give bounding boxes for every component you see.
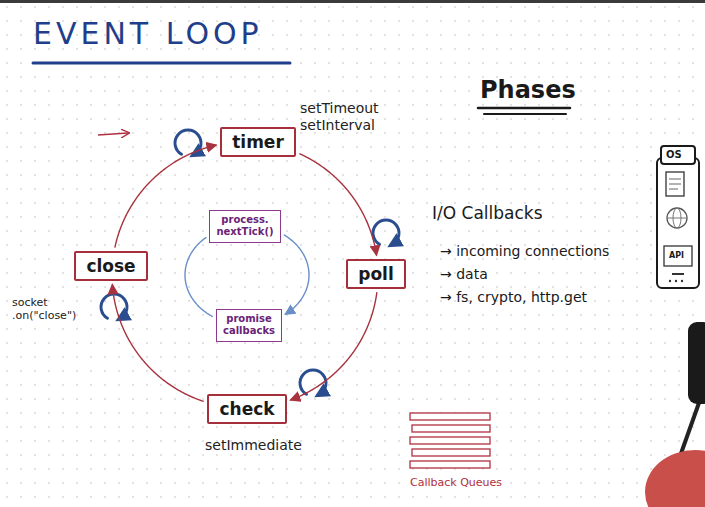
phase-box: poll bbox=[346, 259, 406, 289]
loop-arrow bbox=[115, 145, 217, 248]
title-underline bbox=[33, 62, 290, 65]
shirt bbox=[645, 450, 705, 507]
presenter-photo bbox=[645, 322, 705, 507]
node-text: close bbox=[86, 256, 135, 276]
queue-bar bbox=[412, 449, 490, 456]
queue-bar bbox=[410, 461, 490, 468]
queue-bar bbox=[410, 437, 490, 444]
heading-underline bbox=[484, 113, 566, 115]
file-line bbox=[669, 184, 681, 185]
queue-caption: Callback Queues bbox=[410, 476, 502, 489]
pointer-arrow bbox=[98, 133, 128, 135]
top-strip bbox=[0, 0, 705, 3]
queue-bar bbox=[410, 413, 490, 420]
icon-label: API bbox=[669, 251, 684, 261]
bullet-item: → fs, crypto, http.get bbox=[440, 289, 587, 306]
phase-box: check bbox=[207, 394, 286, 424]
dot bbox=[669, 280, 671, 282]
os-panel bbox=[657, 146, 699, 288]
file-icon bbox=[666, 172, 684, 196]
loop-arrow bbox=[290, 292, 377, 400]
api-screen bbox=[664, 246, 692, 266]
node-text: check bbox=[219, 399, 274, 419]
self-loop bbox=[373, 220, 399, 244]
heading-underline bbox=[478, 107, 570, 110]
loop-arrow bbox=[299, 154, 376, 256]
loop-arrow bbox=[185, 237, 213, 317]
globe-icon bbox=[667, 208, 687, 228]
screen-stand bbox=[672, 273, 684, 275]
api-note: setImmediate bbox=[205, 437, 302, 454]
node-text: timer bbox=[232, 132, 284, 152]
node-text: poll bbox=[358, 264, 394, 284]
loop-arrow bbox=[112, 284, 203, 401]
queue-box: process. nextTick() bbox=[209, 210, 280, 243]
api-note: socket .on("close") bbox=[12, 296, 76, 322]
os-tab bbox=[661, 146, 695, 164]
phase-box: close bbox=[74, 251, 147, 281]
os-frame bbox=[657, 158, 699, 288]
phase-note: I/O Callbacks bbox=[432, 203, 543, 223]
queue-box: promise callbacks bbox=[216, 309, 282, 342]
section-heading: Phases bbox=[480, 76, 576, 105]
queue-bar bbox=[412, 425, 490, 432]
bullet-item: → data bbox=[440, 266, 488, 283]
bullet-item: → incoming connections bbox=[440, 243, 609, 260]
node-text: process. nextTick() bbox=[216, 214, 273, 239]
loop-arrow bbox=[284, 235, 309, 315]
queue-bars bbox=[410, 413, 490, 468]
self-loop bbox=[300, 370, 326, 394]
globe-line bbox=[667, 218, 687, 219]
dot bbox=[681, 280, 683, 282]
dot bbox=[675, 280, 677, 282]
api-note: setTimeout setInterval bbox=[300, 100, 379, 134]
file-line bbox=[669, 189, 678, 190]
microphone bbox=[688, 322, 705, 404]
node-text: promise callbacks bbox=[223, 313, 275, 338]
file-line bbox=[669, 179, 681, 180]
diagram-title: EVENT LOOP bbox=[33, 16, 263, 51]
phase-box: timer bbox=[220, 127, 296, 157]
os-tag: OS bbox=[666, 149, 682, 161]
